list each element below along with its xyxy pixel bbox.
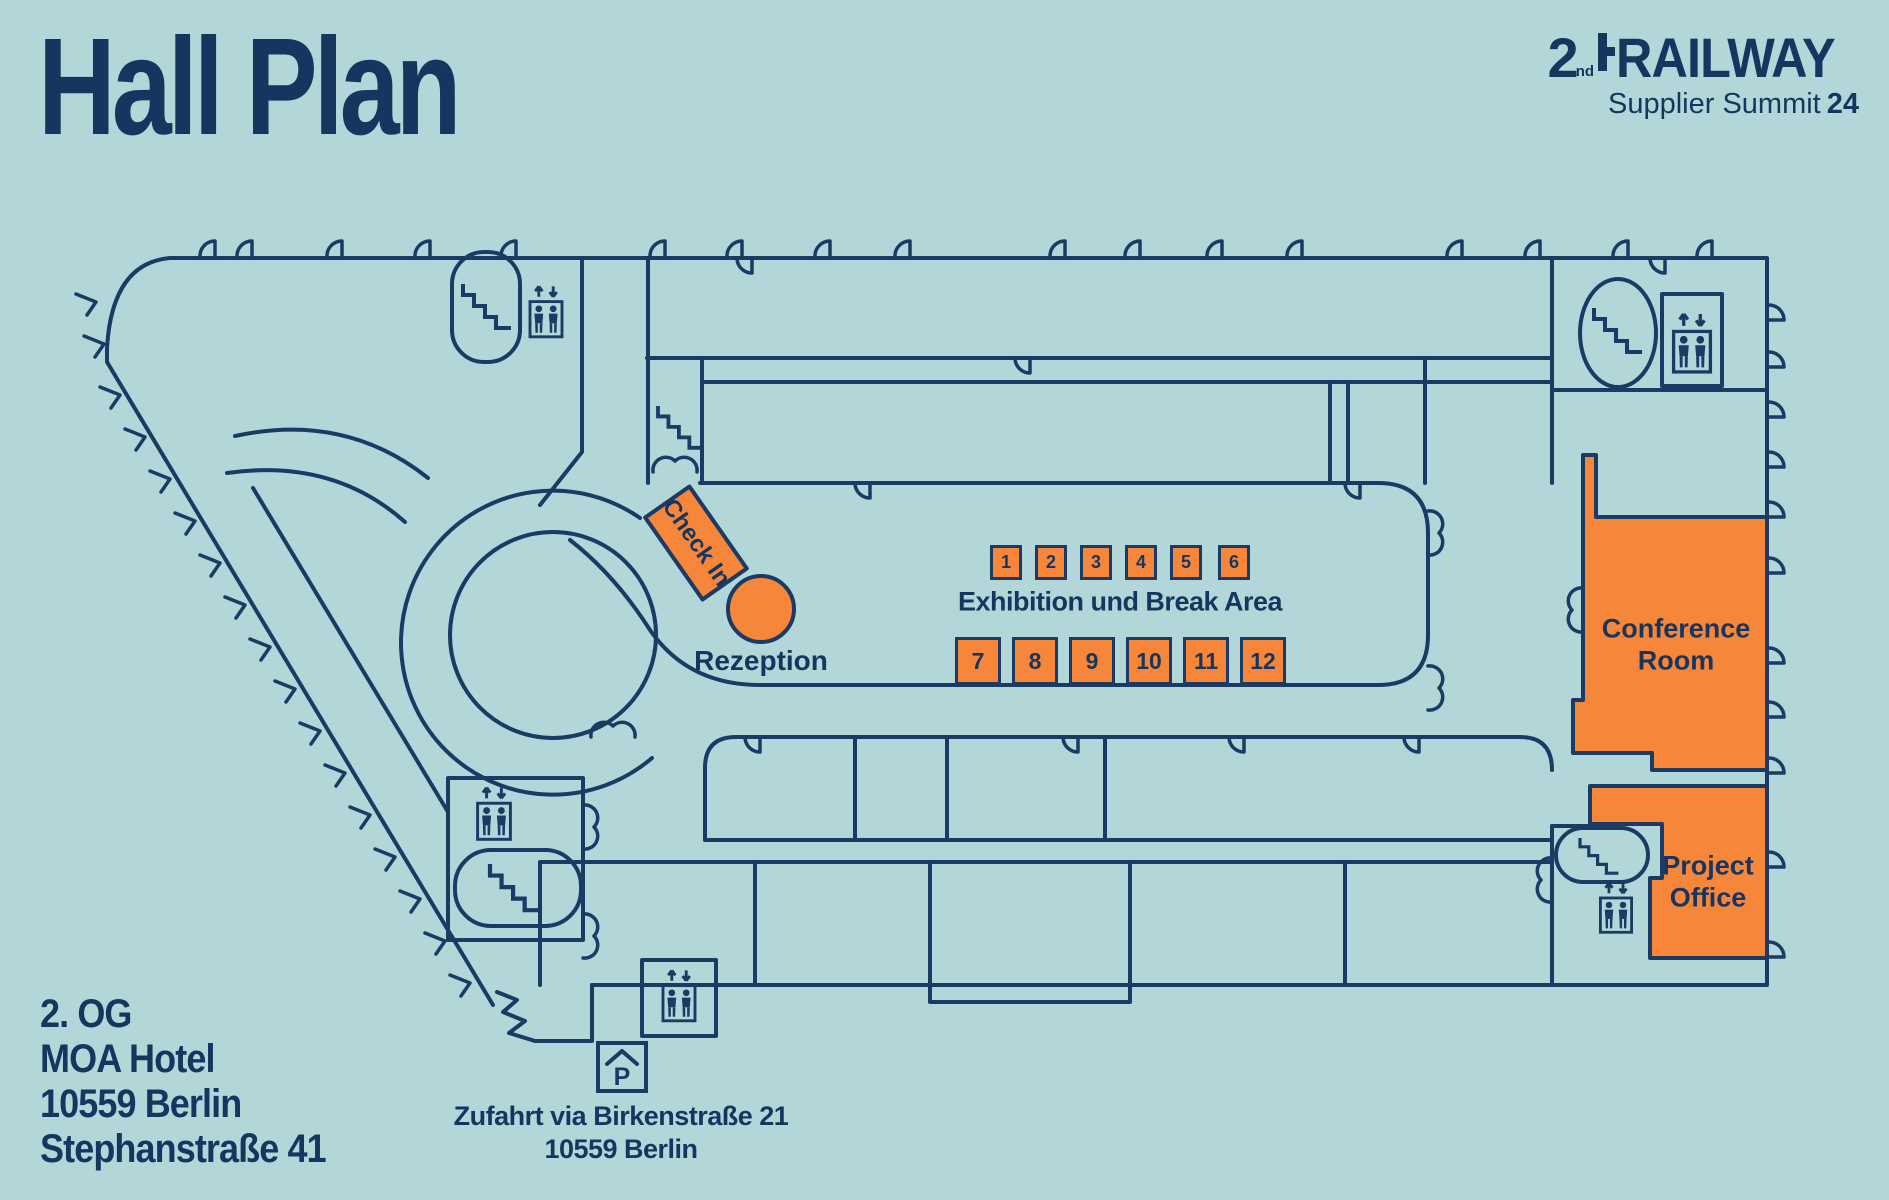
- project-office-label: Project Office: [1662, 850, 1754, 915]
- door-fins-inner: [735, 256, 1667, 754]
- outer-wall-top-right-bottom: [168, 256, 1769, 987]
- reception-desk: [726, 574, 796, 644]
- booth-7: 7: [955, 637, 1001, 685]
- door-fins-top: [198, 239, 1714, 258]
- conference-room-label-line1: Conference: [1601, 613, 1751, 644]
- floor-level: 2. OG: [40, 992, 132, 1036]
- stairs-icon-left: [490, 864, 540, 910]
- page-title: Hall Plan: [38, 10, 461, 164]
- parking-access-street: Zufahrt via Birkenstraße 21: [453, 1101, 789, 1131]
- logo-number: 2: [1547, 26, 1579, 89]
- elevator-icon-bottom: [663, 970, 695, 1020]
- hotel-postcode-city: 10559 Berlin: [40, 1082, 242, 1126]
- logo-brand: RAILWAY: [1616, 26, 1836, 89]
- logo-year: 24: [1826, 88, 1859, 120]
- location-info: 2. OG MOA Hotel 10559 Berlin Stephanstra…: [40, 992, 327, 1172]
- booth-8: 8: [1012, 637, 1058, 685]
- project-office-label-line1: Project: [1662, 850, 1754, 881]
- logo-ordinal: nd: [1575, 63, 1595, 80]
- icons: P: [461, 282, 1711, 1093]
- booth-11: 11: [1183, 637, 1229, 685]
- logo-subtitle-text: Supplier Summit: [1607, 88, 1821, 120]
- stairs-icon-top-right: [1592, 306, 1644, 354]
- outer-wall-left: [105, 256, 495, 1007]
- check-in-desk: [643, 484, 749, 602]
- booth-12: 12: [1240, 637, 1286, 685]
- elevator-icon-top-left: [530, 286, 562, 336]
- project-office-label-line2: Office: [1669, 883, 1747, 913]
- parking-icon: P: [596, 1041, 648, 1093]
- reception-label: Rezeption: [694, 645, 828, 676]
- booth-4: 4: [1125, 545, 1157, 580]
- hotel-street: Stephanstraße 41: [40, 1127, 327, 1171]
- conference-room-label: Conference Room: [1602, 613, 1751, 678]
- booth-10: 10: [1126, 637, 1172, 685]
- walls: [105, 250, 1769, 1043]
- elevator-icon-top-right: [1674, 314, 1711, 372]
- hotel-name: MOA Hotel: [40, 1037, 215, 1081]
- parking-postcode-city: 10559 Berlin: [544, 1134, 698, 1164]
- booth-2: 2: [1035, 545, 1067, 580]
- project-office-area: [1588, 784, 1769, 960]
- door-swing-marks: [581, 455, 1585, 960]
- elevator-icon-left: [478, 788, 511, 840]
- booth-5: 5: [1170, 545, 1202, 580]
- parking-info: Zufahrt via Birkenstraße 21 10559 Berlin: [454, 1100, 789, 1166]
- conference-room-area: [1571, 453, 1769, 772]
- window-sawtooth-marks: [74, 292, 472, 998]
- booth-6: 6: [1218, 545, 1250, 580]
- rotunda: [448, 530, 658, 740]
- parking-letter: P: [614, 1063, 631, 1091]
- booth-9: 9: [1069, 637, 1115, 685]
- elevator-icon-bottom-right: [1600, 883, 1631, 932]
- stairs-icon-corridor: [656, 404, 706, 450]
- logo-tbar-glyph: [1598, 33, 1616, 71]
- conference-room-label-line2: Room: [1637, 646, 1715, 676]
- stairs-icon-bottom-right: [1578, 836, 1621, 875]
- stairs-icon-top-left: [461, 282, 513, 330]
- booth-3: 3: [1080, 545, 1112, 580]
- door-fins-right: [1767, 303, 1786, 959]
- booth-1: 1: [990, 545, 1022, 580]
- exhibition-area-label: Exhibition und Break Area: [957, 586, 1283, 617]
- exhibition-hall-outline: [568, 481, 1430, 687]
- outer-wall-zigzag: [495, 983, 594, 1043]
